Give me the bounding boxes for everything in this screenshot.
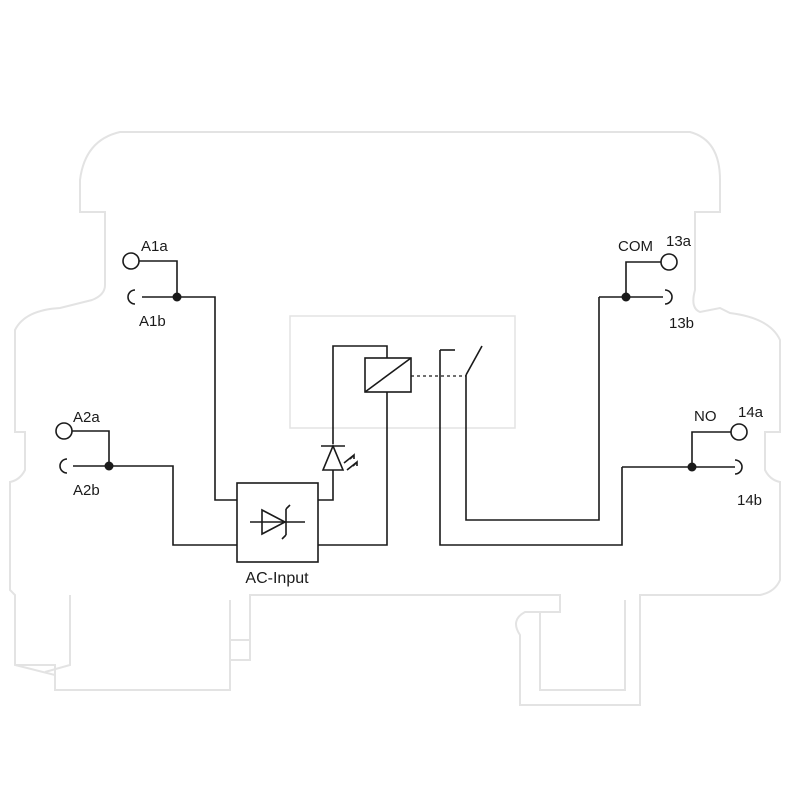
label-13a: 13a	[666, 233, 692, 250]
terminal-14a-icon	[730, 423, 748, 441]
terminal-a2a-icon	[55, 422, 73, 440]
relay-inner-box	[289, 315, 516, 429]
terminal-13b-icon	[664, 289, 673, 305]
label-com: COM	[618, 238, 653, 255]
relay-coil-symbol	[364, 357, 412, 393]
label-no: NO	[694, 408, 717, 425]
housing-outline	[9, 131, 781, 706]
label-14b: 14b	[737, 492, 762, 509]
junction-dots	[104, 292, 697, 472]
module-label: AC-Input	[245, 570, 309, 587]
label-a1b: A1b	[139, 313, 166, 330]
rectifier-module	[236, 482, 319, 563]
wiring	[72, 260, 735, 546]
terminal-a1b-icon	[127, 289, 136, 305]
label-a2b: A2b	[73, 482, 100, 499]
label-13b: 13b	[669, 315, 694, 332]
label-a1a: A1a	[141, 238, 168, 255]
label-14a: 14a	[738, 404, 764, 421]
relay-contact-symbol	[440, 345, 483, 376]
terminal-a2b-icon	[59, 458, 68, 474]
label-a2a: A2a	[73, 409, 100, 426]
terminal-14b-icon	[734, 459, 743, 475]
terminal-13a-icon	[660, 253, 678, 271]
led-indicator-symbol	[321, 443, 358, 471]
terminal-a1a-icon	[122, 252, 140, 270]
